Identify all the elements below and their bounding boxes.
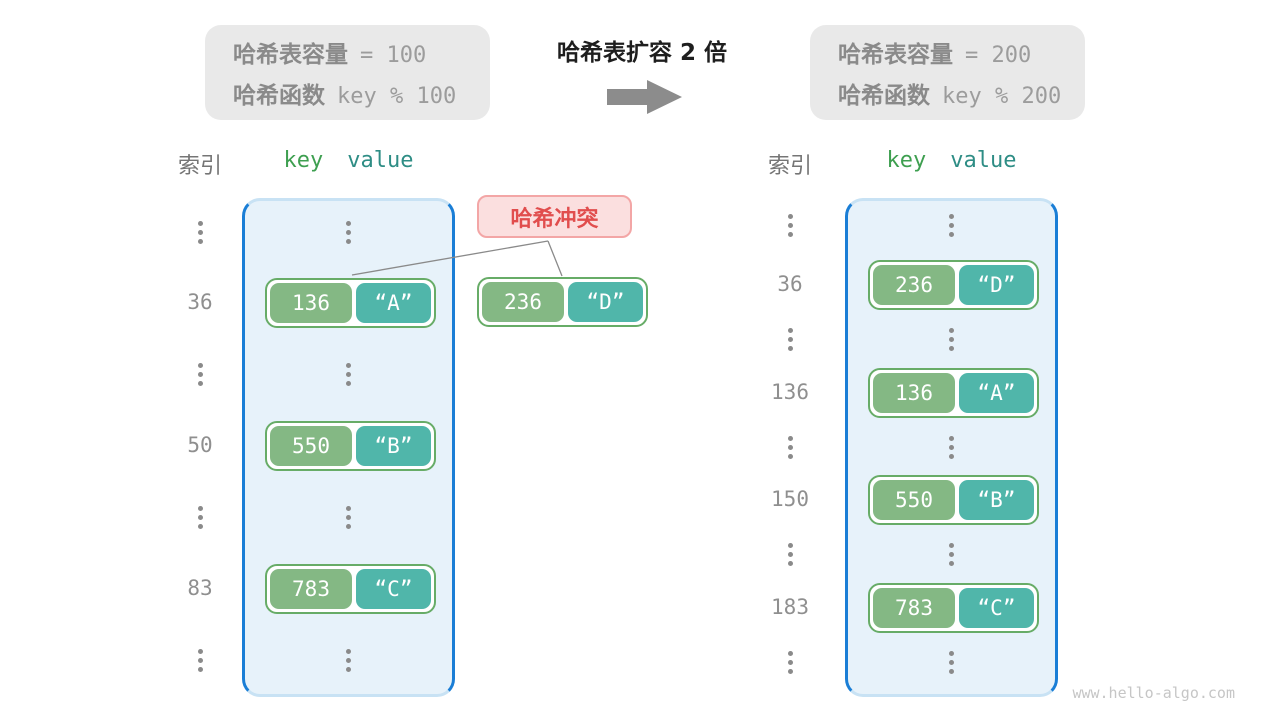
pair-value: “C” [959, 588, 1034, 628]
key-header: key [283, 148, 324, 173]
index-label: 183 [771, 595, 809, 619]
ellipsis-icon [345, 221, 351, 244]
table-pair: 550 “B” [265, 421, 436, 471]
ellipsis-icon [197, 221, 203, 244]
pair-key: 236 [873, 265, 955, 305]
table-pair: 783 “C” [265, 564, 436, 614]
pair-value: “B” [959, 480, 1034, 520]
ellipsis-icon [948, 543, 954, 566]
ellipsis-icon [345, 506, 351, 529]
pair-value: “C” [356, 569, 431, 609]
ellipsis-icon [948, 328, 954, 351]
pair-value: “A” [356, 283, 431, 323]
left-kv-header: key value [242, 148, 455, 173]
ellipsis-icon [787, 651, 793, 674]
table-pair: 236 “D” [868, 260, 1039, 310]
index-label: 150 [771, 487, 809, 511]
value-header: value [347, 148, 414, 173]
capacity-label: 哈希表容量 [233, 42, 348, 68]
index-label: 136 [771, 380, 809, 404]
ellipsis-icon [787, 543, 793, 566]
pair-value: “B” [356, 426, 431, 466]
pair-value: “D” [568, 282, 643, 322]
pair-value: “A” [959, 373, 1034, 413]
value-header: value [950, 148, 1017, 173]
capacity-value: = 200 [965, 43, 1032, 68]
index-label: 36 [777, 272, 803, 296]
hash-function-label: 哈希函数 [233, 83, 325, 109]
index-label: 36 [187, 290, 213, 314]
right-index-header: 索引 [767, 154, 812, 179]
collision-line-right [547, 240, 563, 277]
pair-key: 136 [270, 283, 352, 323]
pair-key: 550 [873, 480, 955, 520]
pair-key: 783 [270, 569, 352, 609]
table-pair: 136 “A” [868, 368, 1039, 418]
arrow-right-icon [607, 80, 682, 114]
pair-value: “D” [959, 265, 1034, 305]
colliding-pair: 236 “D” [477, 277, 648, 327]
key-header: key [886, 148, 927, 173]
ellipsis-icon [787, 214, 793, 237]
ellipsis-icon [345, 649, 351, 672]
info-box-after: 哈希表容量 = 200 哈希函数 key % 200 [810, 25, 1085, 120]
hash-function-line: 哈希函数 key % 200 [838, 76, 1085, 110]
pair-key: 236 [482, 282, 564, 322]
pair-key: 550 [270, 426, 352, 466]
transition-title: 哈希表扩容 2 倍 [556, 40, 728, 66]
ellipsis-icon [197, 649, 203, 672]
ellipsis-icon [787, 328, 793, 351]
index-label: 83 [187, 576, 213, 600]
hash-function-value: key % 200 [942, 84, 1062, 109]
table-pair: 783 “C” [868, 583, 1039, 633]
ellipsis-icon [787, 436, 793, 459]
ellipsis-icon [948, 651, 954, 674]
hash-function-line: 哈希函数 key % 100 [233, 76, 490, 110]
watermark: www.hello-algo.com [1072, 684, 1235, 702]
ellipsis-icon [948, 214, 954, 237]
ellipsis-icon [197, 363, 203, 386]
capacity-value: = 100 [360, 43, 427, 68]
info-box-before: 哈希表容量 = 100 哈希函数 key % 100 [205, 25, 490, 120]
hash-function-value: key % 100 [337, 84, 457, 109]
hash-function-label: 哈希函数 [838, 83, 930, 109]
index-label: 50 [187, 433, 213, 457]
ellipsis-icon [345, 363, 351, 386]
table-pair: 136 “A” [265, 278, 436, 328]
right-kv-header: key value [845, 148, 1058, 173]
left-index-header: 索引 [177, 154, 222, 179]
ellipsis-icon [948, 436, 954, 459]
pair-key: 136 [873, 373, 955, 413]
table-pair: 550 “B” [868, 475, 1039, 525]
collision-callout: 哈希冲突 [477, 195, 632, 238]
capacity-label: 哈希表容量 [838, 42, 953, 68]
capacity-line: 哈希表容量 = 200 [838, 35, 1085, 69]
capacity-line: 哈希表容量 = 100 [233, 35, 490, 69]
ellipsis-icon [197, 506, 203, 529]
pair-key: 783 [873, 588, 955, 628]
